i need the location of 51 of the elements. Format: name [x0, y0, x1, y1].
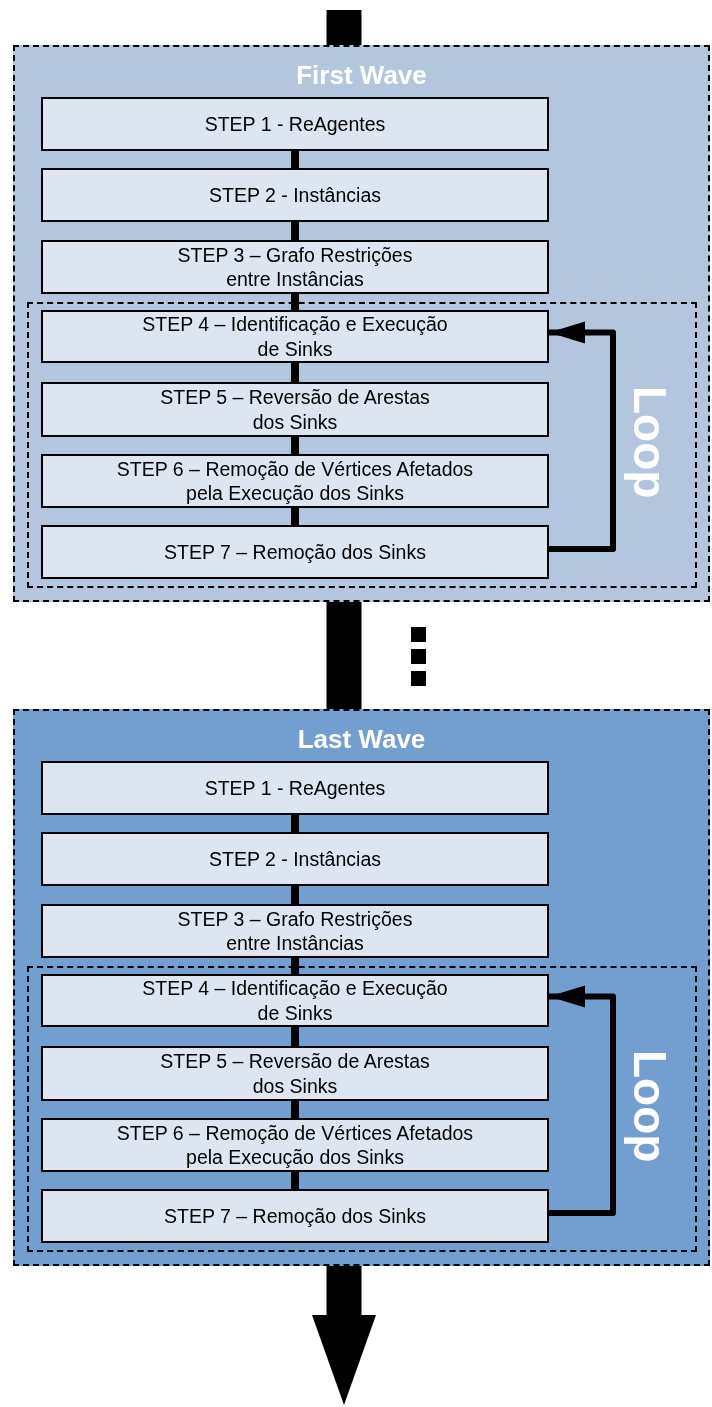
- flow-arrow: [312, 1266, 376, 1405]
- connector-line: [291, 151, 299, 168]
- step-label: STEP 7 – Remoção dos Sinks: [164, 1203, 426, 1229]
- step-label: STEP 3 – Grafo Restrições entre Instâncias: [176, 242, 414, 292]
- loop-arrow: [549, 985, 616, 1216]
- step-box: [41, 1046, 549, 1101]
- step-label: STEP 5 – Reversão de Arestas dos Sinks: [159, 385, 431, 434]
- loop-group: [27, 966, 697, 1252]
- step-label: STEP 7 – Remoção dos Sinks: [164, 539, 426, 565]
- wave-panel: [13, 45, 710, 602]
- step-label: STEP 6 – Remoção de Vértices Afetados pela Execução dos Sinks: [115, 456, 475, 506]
- step-label: STEP 2 - Instâncias: [209, 846, 381, 872]
- connector-line: [291, 437, 299, 454]
- step-label: STEP 1 - ReAgentes: [204, 775, 386, 801]
- step-box: [41, 904, 549, 958]
- connector-bar: [326, 602, 362, 709]
- connector-line: [291, 363, 299, 382]
- step-label: STEP 3 – Grafo Restrições entre Instâncias: [176, 906, 414, 956]
- connector-line: [291, 222, 299, 240]
- step-label: STEP 6 – Remoção de Vértices Afetados pela Execução dos Sinks: [115, 1120, 475, 1170]
- step-box: [41, 454, 549, 508]
- connector-line: [291, 1027, 299, 1046]
- step-box: [41, 761, 549, 815]
- step-box: [41, 168, 549, 222]
- wave-title: First Wave: [296, 61, 427, 90]
- step-label: STEP 5 – Reversão de Arestas dos Sinks: [159, 1049, 431, 1098]
- step-box: [41, 97, 549, 151]
- loop-arrow: [549, 321, 616, 552]
- step-label: STEP 4 – Identificação e Execução de Sinks: [141, 312, 449, 361]
- step-box: [41, 1189, 549, 1243]
- connector-line: [291, 294, 299, 310]
- step-label: STEP 4 – Identificação e Execução de Sinks: [141, 976, 449, 1025]
- step-label: STEP 2 - Instâncias: [209, 182, 381, 208]
- connector-bar: [326, 10, 362, 45]
- connector-line: [291, 815, 299, 832]
- connector-line: [291, 1101, 299, 1118]
- wave-title: Last Wave: [297, 725, 426, 754]
- connector-line: [291, 508, 299, 525]
- connector-line: [291, 886, 299, 904]
- loop-group: [27, 302, 697, 588]
- step-box: [41, 1118, 549, 1172]
- step-label: STEP 1 - ReAgentes: [204, 111, 386, 137]
- step-box: [41, 382, 549, 437]
- wave-panel: [13, 709, 710, 1266]
- step-box: [41, 974, 549, 1027]
- step-box: [41, 310, 549, 363]
- connector-line: [291, 958, 299, 974]
- step-box: [41, 525, 549, 579]
- step-box: [41, 240, 549, 294]
- connector-line: [291, 1172, 299, 1189]
- step-box: [41, 832, 549, 886]
